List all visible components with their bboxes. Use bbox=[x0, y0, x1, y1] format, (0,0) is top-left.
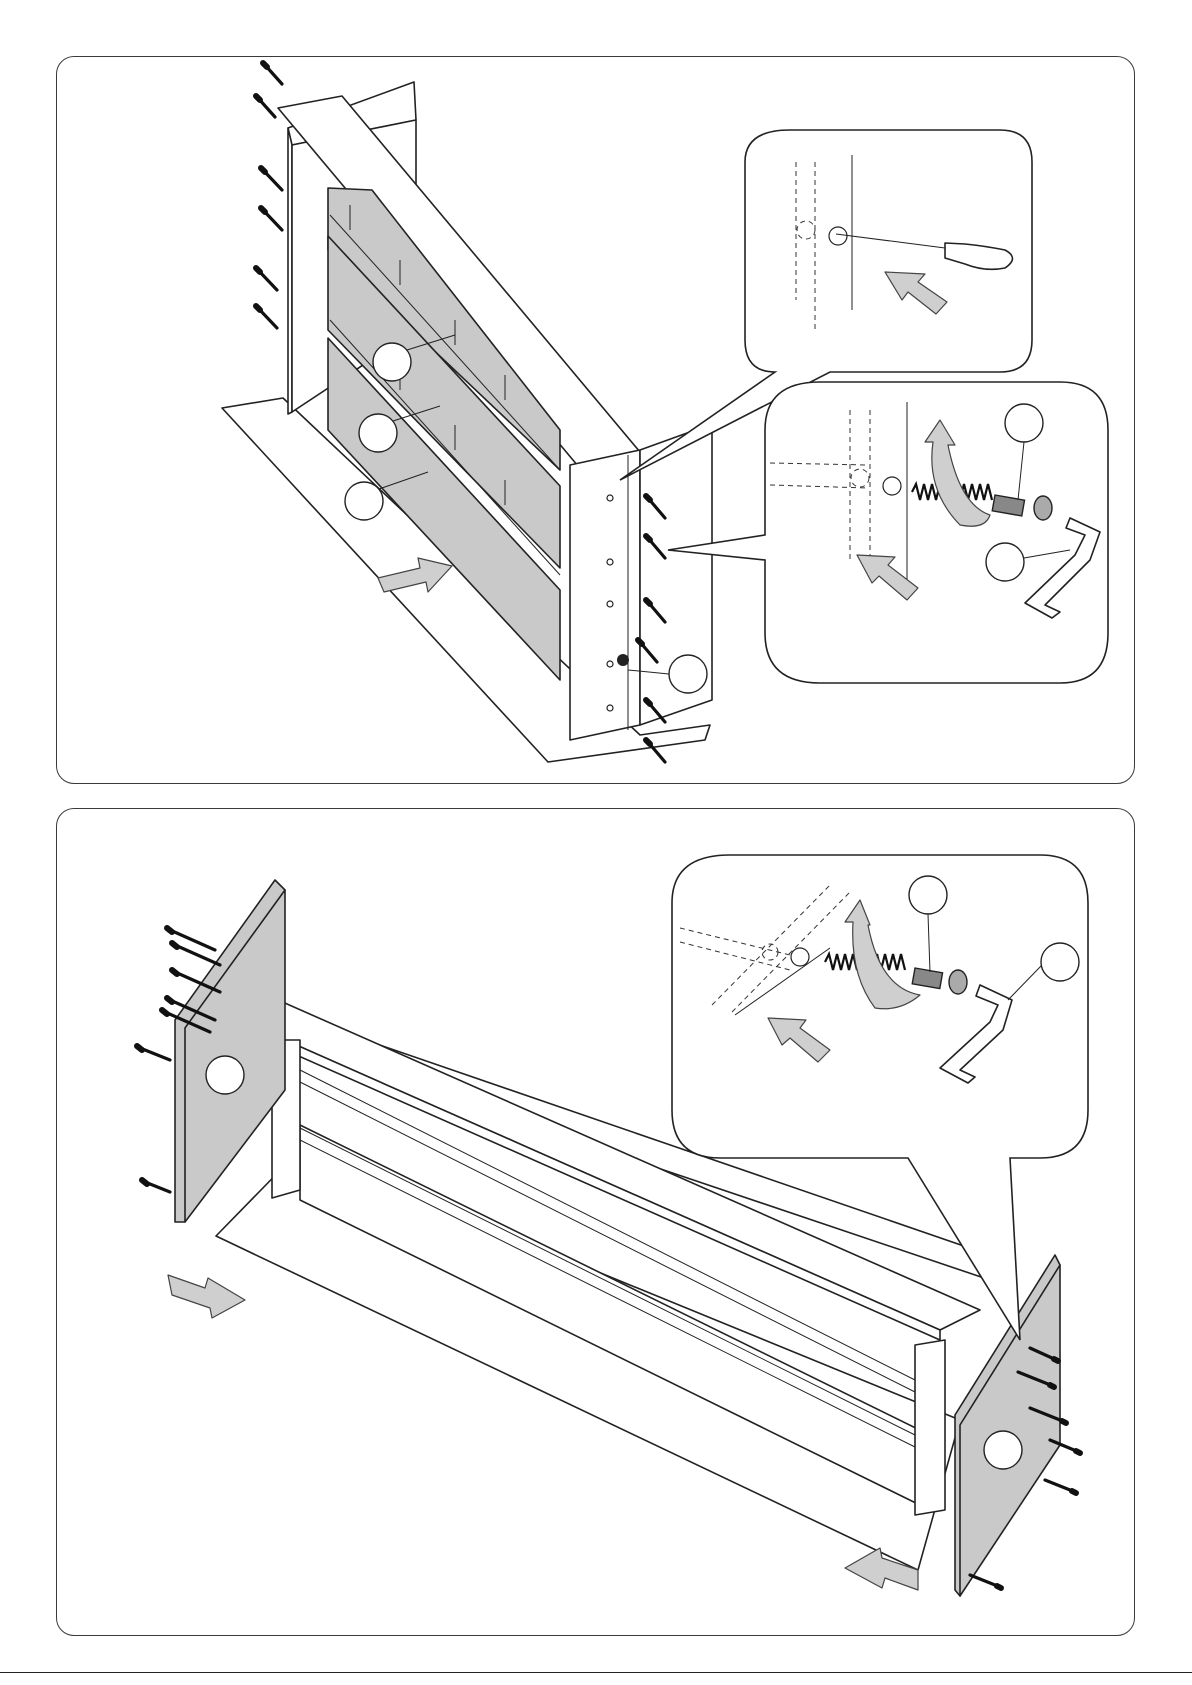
push-direction-arrow-icon bbox=[168, 1275, 245, 1318]
part-ref-bubble-h bbox=[984, 1431, 1022, 1469]
bottom-step-illustration bbox=[137, 855, 1088, 1596]
right-inner-upright bbox=[915, 1340, 945, 1515]
right-side-panel bbox=[570, 450, 640, 740]
page-footer-rule bbox=[0, 1672, 1192, 1673]
callout-screw-detail bbox=[668, 382, 1108, 683]
screws-left-column bbox=[256, 63, 282, 328]
part-ref-bubble-g bbox=[206, 1056, 244, 1094]
top-step-illustration bbox=[222, 63, 1108, 762]
